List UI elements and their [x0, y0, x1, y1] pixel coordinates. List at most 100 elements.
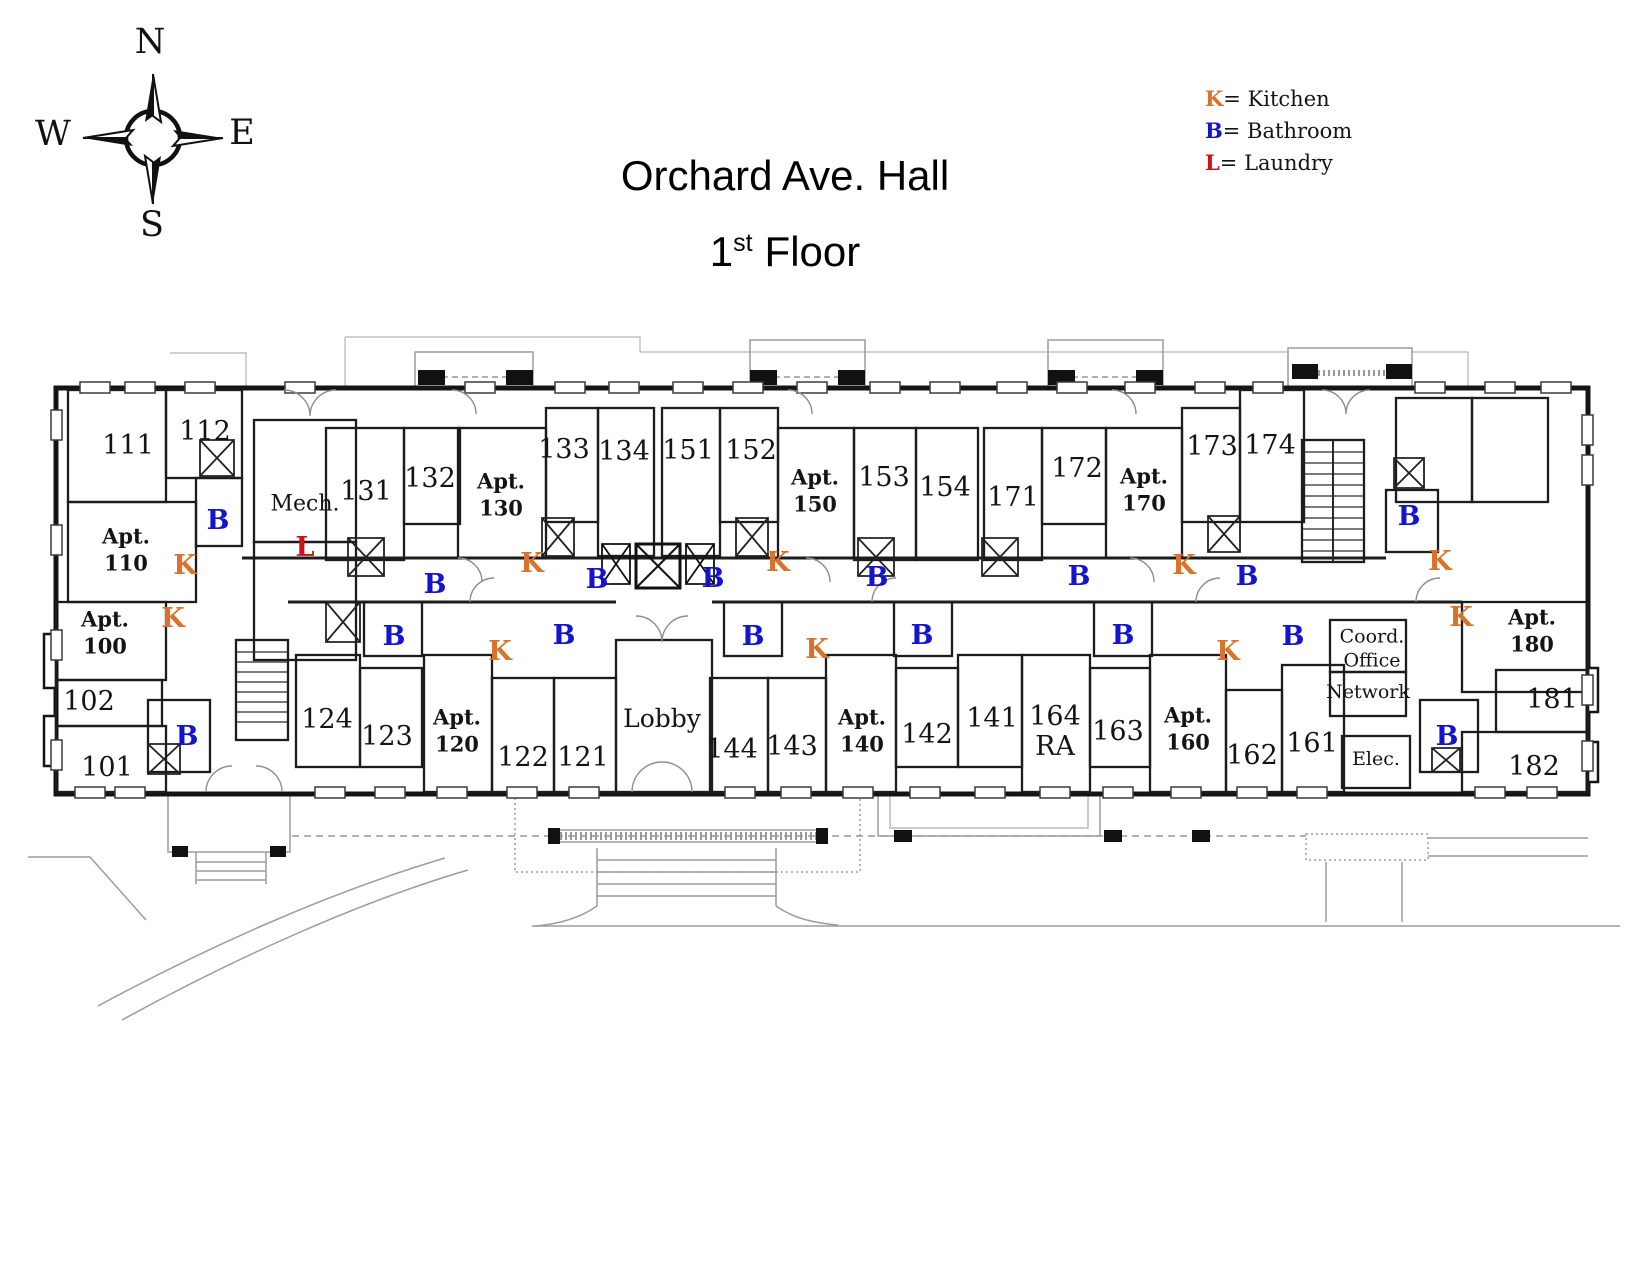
compass-graphic: [82, 73, 224, 205]
room-label-132: 132: [404, 462, 456, 494]
room-label-121: 121: [557, 741, 609, 773]
legend-separator: =: [1222, 119, 1241, 143]
legend-row-kitchen: K= Kitchen: [1205, 86, 1352, 111]
room-label-161: 161: [1286, 727, 1338, 759]
room-label-181: 181: [1526, 683, 1578, 715]
room-label-171: 171: [987, 481, 1039, 513]
room-label-elec: Elec.: [1352, 748, 1400, 771]
laundry-meaning: Laundry: [1244, 151, 1333, 175]
bathroom-meaning: Bathroom: [1247, 119, 1353, 143]
room-label-172: 172: [1051, 452, 1103, 484]
symbol-k-5: K: [805, 633, 829, 665]
room-label-112: 112: [179, 415, 231, 447]
room-label-163: 163: [1092, 715, 1144, 747]
room-label-162: 162: [1226, 739, 1278, 771]
symbol-k-7: K: [1216, 635, 1240, 667]
compass-east-label: E: [229, 113, 255, 153]
apartment-label-170: Apt.170: [1120, 463, 1168, 516]
apartment-label-160: Apt.160: [1164, 702, 1212, 755]
symbol-b-21: B: [741, 620, 765, 652]
symbol-b-19: B: [382, 620, 406, 652]
symbol-k-4: K: [766, 546, 790, 578]
room-label-102: 102: [63, 685, 115, 717]
room-label-134: 134: [598, 435, 650, 467]
room-label-124: 124: [301, 703, 353, 735]
symbol-k-3: K: [488, 635, 512, 667]
symbol-b-10: B: [206, 504, 230, 536]
elevator-icon: [601, 542, 715, 590]
porches-walkways-group: [28, 336, 1620, 1021]
symbol-b-15: B: [1067, 560, 1091, 592]
stairs-group: [236, 440, 1364, 723]
apartment-label-150: Apt.150: [791, 464, 839, 517]
room-label-lobby: Lobby: [623, 704, 701, 733]
bathroom-symbol: B: [1205, 118, 1223, 143]
room-label-101: 101: [81, 751, 133, 783]
compass-south-label: S: [140, 205, 164, 245]
room-label-151: 151: [662, 434, 714, 466]
room-label-133: 133: [538, 433, 590, 465]
room-label-153: 153: [858, 461, 910, 493]
page-title: Orchard Ave. Hall: [485, 152, 1085, 200]
kitchen-meaning: Kitchen: [1247, 87, 1330, 111]
floor-word: Floor: [764, 228, 861, 275]
laundry-symbol: L: [1205, 150, 1220, 175]
symbol-b-16: B: [1235, 560, 1259, 592]
room-label-mech: Mech.: [270, 491, 340, 517]
room-label-173: 173: [1186, 430, 1238, 462]
apartment-label-100: Apt.100: [81, 606, 129, 659]
floor-ordinal: st: [733, 229, 753, 257]
room-label-174: 174: [1244, 429, 1296, 461]
symbol-k-8: K: [1428, 545, 1452, 577]
kitchen-symbol: K: [1205, 86, 1224, 111]
legend-row-laundry: L= Laundry: [1205, 150, 1352, 175]
symbol-b-14: B: [865, 561, 889, 593]
room-label-152: 152: [725, 434, 777, 466]
room-label-142: 142: [901, 718, 953, 750]
room-label-143: 143: [766, 730, 818, 762]
symbol-b-18: B: [175, 720, 199, 752]
room-label-141: 141: [966, 702, 1018, 734]
apartment-label-180: Apt.180: [1508, 604, 1556, 657]
symbol-k-6: K: [1172, 549, 1196, 581]
apartment-label-110: Apt.110: [102, 523, 150, 576]
legend-separator: =: [1223, 87, 1241, 111]
room-label-network: Network: [1326, 681, 1410, 704]
symbol-b-25: B: [1435, 720, 1459, 752]
symbol-l-26: L: [295, 531, 315, 563]
shaft-boxes-group: [147, 439, 1461, 775]
compass-rose: N W E S: [20, 12, 270, 247]
symbol-b-11: B: [423, 568, 447, 600]
room-label-123: 123: [361, 720, 413, 752]
symbol-b-23: B: [1111, 619, 1135, 651]
room-label-122: 122: [497, 741, 549, 773]
symbol-b-22: B: [910, 619, 934, 651]
apartment-label-120: Apt.120: [433, 704, 481, 757]
room-label-182: 182: [1508, 750, 1560, 782]
apartment-label-130: Apt.130: [477, 468, 525, 521]
symbol-k-1: K: [161, 602, 185, 634]
room-label-131: 131: [340, 475, 392, 507]
doors-group: [205, 389, 1441, 793]
symbol-k-9: K: [1449, 601, 1473, 633]
windows-group: [50, 381, 1594, 799]
compass-north-label: N: [134, 22, 166, 62]
symbol-b-20: B: [552, 619, 576, 651]
room-label-144: 144: [706, 733, 758, 765]
symbol-k-0: K: [173, 549, 197, 581]
apartment-label-140: Apt.140: [838, 704, 886, 757]
symbol-b-24: B: [1281, 620, 1305, 652]
symbol-b-12: B: [585, 563, 609, 595]
legend-separator: =: [1219, 151, 1238, 175]
room-label-111: 111: [102, 429, 154, 461]
building-name: Orchard Ave. Hall: [620, 152, 950, 199]
legend: K= Kitchen B= Bathroom L= Laundry: [1205, 86, 1352, 182]
floor-number: 1: [709, 228, 734, 275]
symbol-k-2: K: [520, 547, 544, 579]
legend-row-bathroom: B= Bathroom: [1205, 118, 1352, 143]
symbol-b-13: B: [701, 562, 725, 594]
